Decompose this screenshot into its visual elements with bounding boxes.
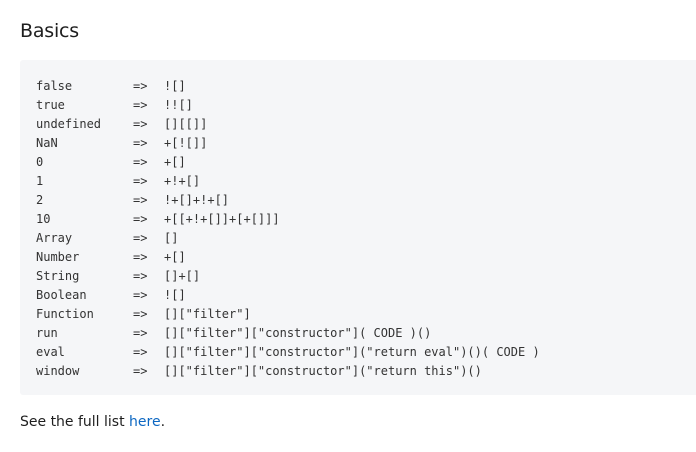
code-name: NaN [36, 136, 58, 150]
code-expr: [] [164, 231, 179, 245]
code-name: Boolean [36, 288, 87, 302]
here-link[interactable]: here [129, 414, 161, 430]
code-expr: [][[]] [164, 117, 208, 131]
code-arrow: => [133, 345, 148, 359]
code-arrow: => [133, 136, 148, 150]
code-arrow: => [133, 212, 148, 226]
code-name: false [36, 79, 73, 93]
code-line: undefined => [][[]] [36, 115, 540, 134]
code-name: undefined [36, 117, 102, 131]
code-line: run => []["filter"]["constructor"]( CODE )… [36, 324, 540, 343]
code-expr: []["filter"]["constructor"]( CODE )() [164, 326, 432, 340]
code-line: 0 => +[] [36, 153, 540, 172]
code-arrow: => [133, 117, 148, 131]
code-line: Boolean => ![] [36, 286, 540, 305]
paragraph-prefix: See the full list [20, 414, 130, 430]
code-arrow: => [133, 269, 148, 283]
code-name: String [36, 269, 80, 283]
code-name: 0 [36, 155, 44, 169]
code-arrow: => [133, 231, 148, 245]
paragraph-suffix: . [160, 414, 166, 430]
code-line: 1 => +!+[] [36, 172, 540, 191]
code-arrow: => [133, 307, 148, 321]
code-line: String => []+[] [36, 267, 540, 286]
code-expr: ![] [164, 288, 186, 302]
code-arrow: => [133, 364, 148, 378]
code-arrow: => [133, 155, 148, 169]
code-arrow: => [133, 174, 148, 188]
code-expr: []["filter"] [164, 307, 251, 321]
code-arrow: => [133, 98, 148, 112]
code-name: eval [36, 345, 65, 359]
code-arrow: => [133, 79, 148, 93]
code-name: 10 [36, 212, 51, 226]
code-expr: []+[] [164, 269, 201, 283]
code-expr: !+[]+!+[] [164, 193, 230, 207]
code-expr: []["filter"]["constructor"]("return this… [164, 364, 482, 378]
code-line: eval => []["filter"]["constructor"]("retur… [36, 343, 540, 362]
code-name: Number [36, 250, 80, 264]
code-expr: +[] [164, 155, 186, 169]
section-heading: Basics [20, 20, 80, 42]
code-expr: +[[+!+[]]+[+[]]] [164, 212, 280, 226]
code-arrow: => [133, 250, 148, 264]
code-line: window => []["filter"]["constructor"]("ret… [36, 362, 540, 381]
code-line: NaN => +[![]] [36, 134, 540, 153]
code-name: true [36, 98, 65, 112]
code-line: 2 => !+[]+!+[] [36, 191, 540, 210]
code-line: Array => [] [36, 229, 540, 248]
code-name: Array [36, 231, 73, 245]
code-expr: []["filter"]["constructor"]("return eval… [164, 345, 540, 359]
code-name: 1 [36, 174, 44, 188]
code-name: run [36, 326, 58, 340]
code-line: Number => +[] [36, 248, 540, 267]
code-arrow: => [133, 288, 148, 302]
code-name: 2 [36, 193, 44, 207]
code-expr: +[] [164, 250, 186, 264]
code-name: window [36, 364, 80, 378]
code-arrow: => [133, 326, 148, 340]
code-line: 10 => +[[+!+[]]+[+[]]] [36, 210, 540, 229]
code-arrow: => [133, 193, 148, 207]
code-expr: !![] [164, 98, 193, 112]
full-list-paragraph: See the full list here. [20, 414, 165, 430]
code-expr: +!+[] [164, 174, 201, 188]
code-line: true => !![] [36, 96, 540, 115]
code-line: false => ![] [36, 77, 540, 96]
code-block: false=>![] true=>!![] undefined=>[][[]] … [20, 60, 696, 395]
code-name: Function [36, 307, 94, 321]
code-lines: false=>![] true=>!![] undefined=>[][[]] … [36, 77, 540, 381]
code-expr: +[![]] [164, 136, 208, 150]
code-line: Function => []["filter"] [36, 305, 540, 324]
code-expr: ![] [164, 79, 186, 93]
